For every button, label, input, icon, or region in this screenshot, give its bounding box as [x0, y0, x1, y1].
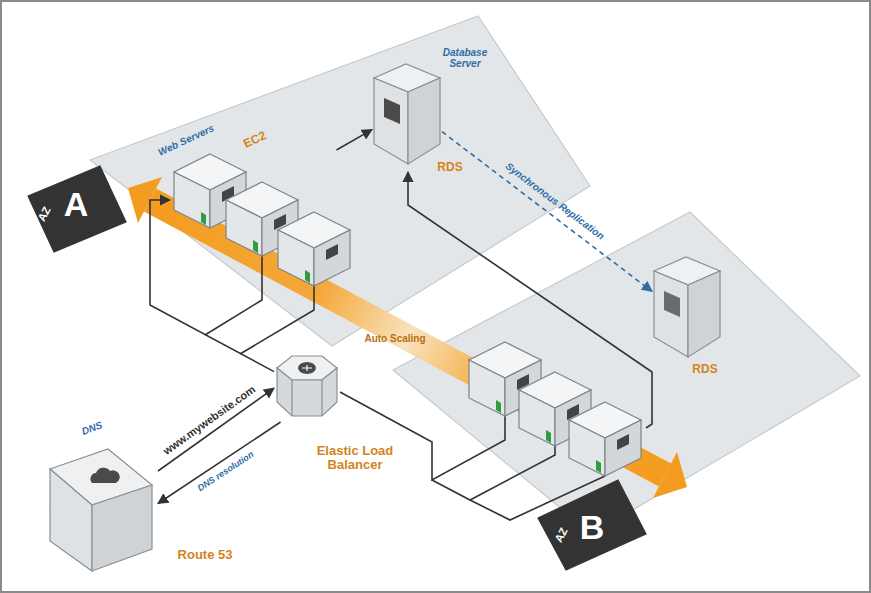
shape-part: [664, 291, 680, 317]
node-label: Web Servers: [156, 122, 215, 157]
shape-part: [90, 468, 119, 483]
node-label: RDS: [692, 363, 717, 376]
node-box: AZ B RDS: [385, 205, 863, 573]
shape-part: [384, 98, 400, 124]
node-box: Database ServerRDS: [372, 62, 442, 166]
shape-part: [538, 480, 646, 570]
node-label: Auto Scaling: [364, 333, 425, 344]
shape-part: [292, 380, 322, 416]
shape-part: [90, 16, 590, 346]
shape-part: [408, 78, 440, 164]
shape-part: [298, 362, 316, 374]
node-label: EC2: [242, 129, 269, 151]
node-shape: [385, 205, 863, 573]
node-shape: [652, 255, 722, 359]
node-label: RDS: [437, 161, 462, 174]
shape-part: [50, 469, 92, 571]
node-label: AZ: [35, 205, 53, 224]
node-box: Web ServersEC2: [170, 150, 355, 290]
node-shape: [372, 62, 442, 166]
connector: [158, 388, 274, 471]
node-box: Auto Scaling: [362, 330, 428, 346]
shape-part: [28, 166, 126, 252]
node-label: B: [580, 509, 605, 546]
connector-label: www.mywebsite.com: [161, 383, 258, 457]
node-label: A: [64, 186, 89, 223]
shape-part: [302, 365, 312, 371]
shape-part: [374, 78, 408, 164]
node-label: Database Server: [439, 47, 491, 69]
shape-part: [688, 271, 720, 357]
node-shape: [274, 350, 340, 422]
node-shape: [28, 14, 592, 350]
node-box: RDS: [652, 255, 722, 359]
shape-part: [393, 212, 860, 534]
node-box: AZAWeb ServersEC2Database ServerRDS: [28, 14, 592, 350]
node-box: Elastic Load Balancer: [274, 350, 340, 422]
shape-part: [654, 271, 688, 357]
node-label: DNS: [80, 419, 104, 437]
node-label: Route 53: [178, 548, 233, 562]
shape-part: [92, 485, 152, 571]
node-label: Elastic Load Balancer: [305, 444, 405, 473]
node-box: DNSRoute 53: [42, 445, 158, 575]
node-label: AZ: [552, 526, 570, 545]
node-shape: [42, 445, 158, 575]
shape-part: [277, 368, 337, 416]
